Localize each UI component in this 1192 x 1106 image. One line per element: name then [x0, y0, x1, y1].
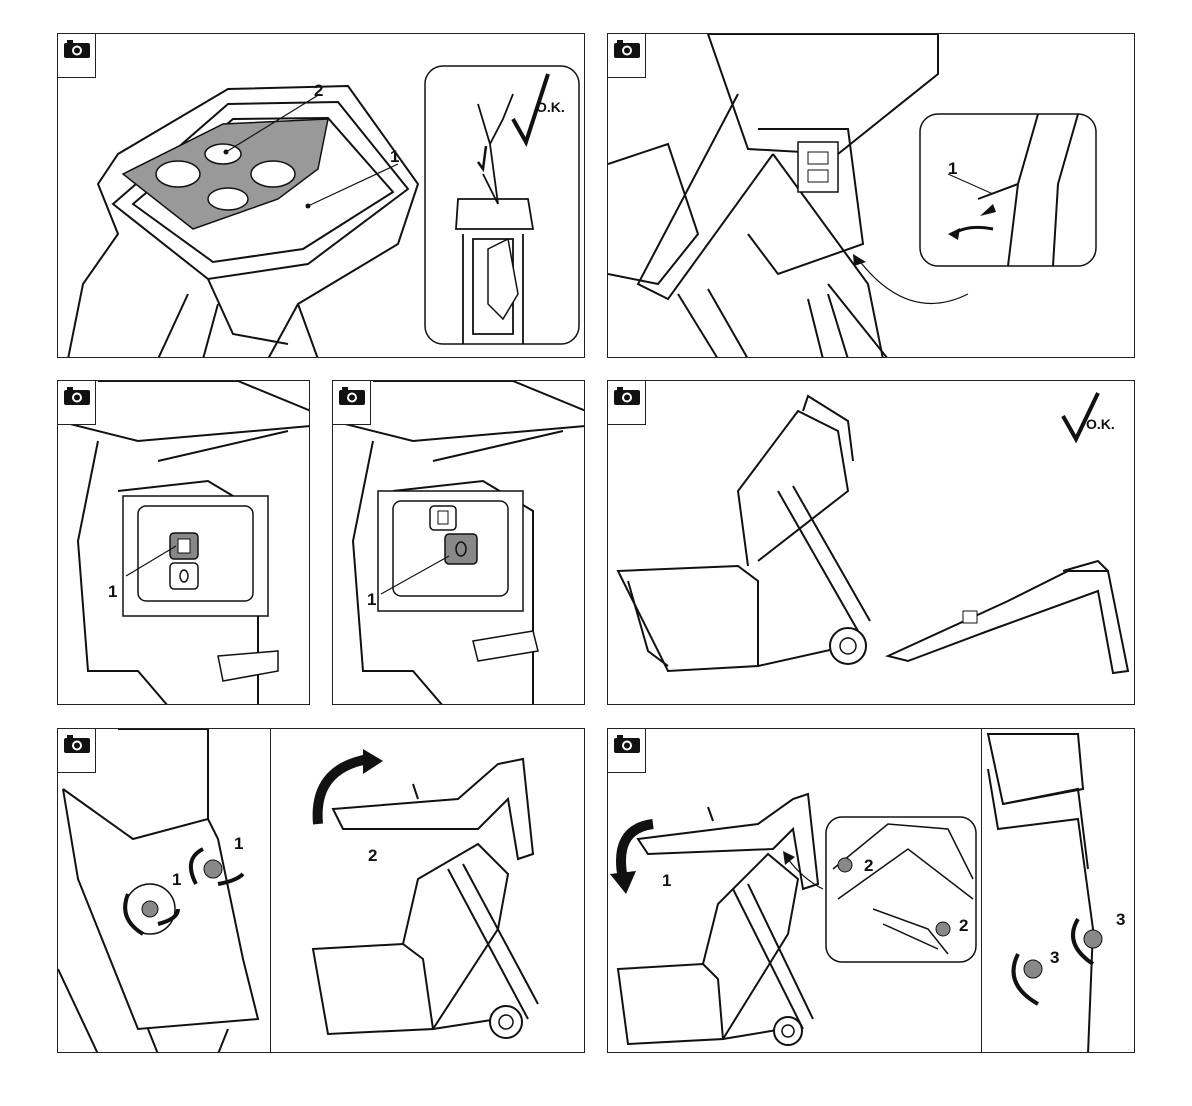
callout-2: 2: [368, 847, 377, 864]
callout-2: 2: [314, 82, 323, 99]
figure-panel-7: 1 2 2 3 3: [607, 728, 1135, 1053]
panel-divider: [270, 729, 271, 1052]
disassembled-shredder-illustration: [608, 381, 1135, 705]
callout-2: 2: [864, 857, 873, 874]
figure-panel-6: 1 1 2: [57, 728, 585, 1053]
callout-1: 1: [390, 148, 399, 165]
camera-icon: [608, 381, 646, 425]
callout-1: 1: [172, 871, 181, 888]
attach-hopper-illustration: [608, 729, 1135, 1053]
callout-1: 1: [948, 160, 957, 177]
callout-1: 1: [662, 872, 671, 889]
on-switch-illustration: [58, 381, 310, 705]
ok-label: O.K.: [536, 100, 565, 114]
camera-icon: [333, 381, 371, 425]
figure-panel-5: O.K.: [607, 380, 1135, 705]
callout-1: 1: [234, 835, 243, 852]
figure-panel-2: 1: [607, 33, 1135, 358]
curved-arrow-icon: [363, 749, 383, 774]
remove-hopper-illustration: [58, 729, 585, 1053]
callout-3: 3: [1116, 911, 1125, 928]
callout-1: 1: [108, 583, 117, 600]
panel-divider: [981, 729, 982, 1052]
camera-icon: [58, 34, 96, 78]
figure-panel-3: 1: [57, 380, 310, 705]
figure-panel-1: 2 1 O.K.: [57, 33, 585, 358]
camera-icon: [608, 729, 646, 773]
camera-icon: [58, 381, 96, 425]
camera-icon: [58, 729, 96, 773]
callout-3: 3: [1050, 949, 1059, 966]
ok-label: O.K.: [1086, 417, 1115, 431]
figure-panel-4: 1: [332, 380, 585, 705]
camera-icon: [608, 34, 646, 78]
switch-panel-illustration: [608, 34, 1135, 358]
callout-2: 2: [959, 917, 968, 934]
curved-arrow-icon: [610, 871, 636, 894]
callout-1: 1: [367, 591, 376, 608]
off-switch-illustration: [333, 381, 585, 705]
